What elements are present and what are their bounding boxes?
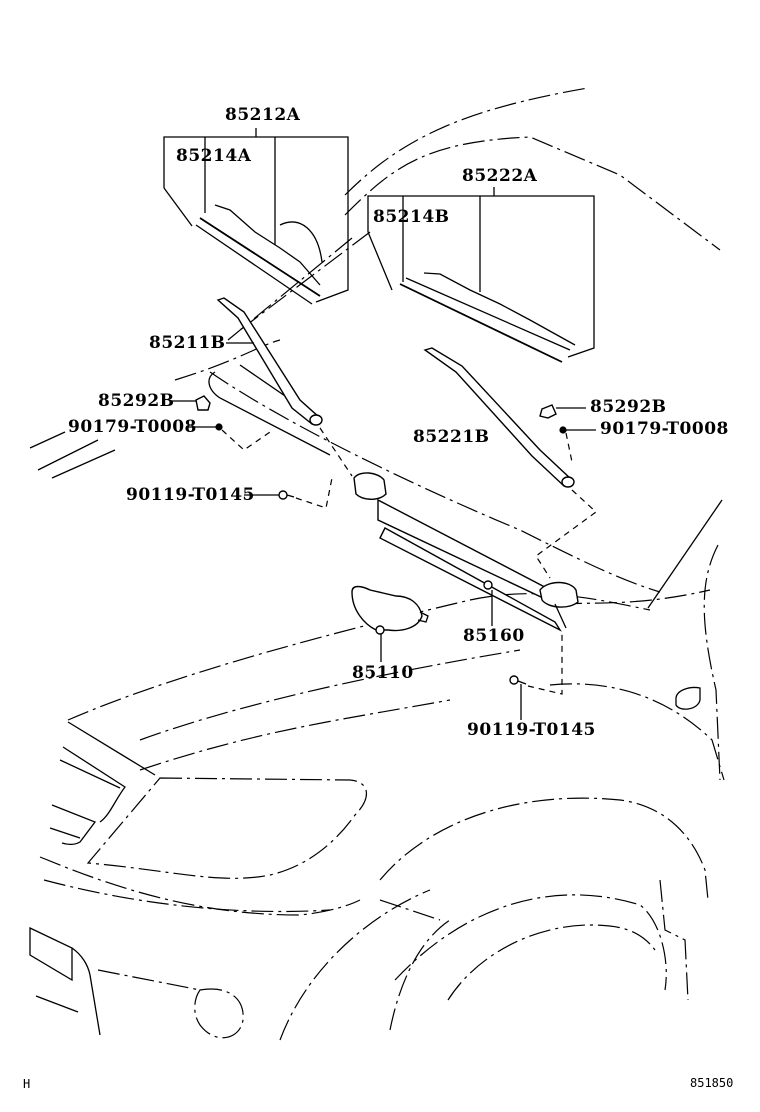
lower-bolt xyxy=(509,675,519,685)
hood-side-line xyxy=(379,899,441,921)
callout-85292B-right[interactable]: 85292B xyxy=(590,397,667,417)
callout-85211B[interactable]: 85211B xyxy=(149,333,226,353)
hood-crease xyxy=(139,649,521,741)
grille-line-3 xyxy=(59,759,121,789)
figure-number: 851850 xyxy=(690,1076,734,1090)
wiper-motor-shaft xyxy=(417,611,429,623)
left-nut-dash xyxy=(221,429,271,451)
grille-line-2 xyxy=(62,746,126,823)
grille-line-1 xyxy=(67,721,156,776)
upper-bolt-dash xyxy=(295,477,333,509)
left-fender-line-2 xyxy=(37,439,99,471)
left-arm-pivot xyxy=(309,414,323,426)
right-fender-curve xyxy=(549,683,725,781)
left-blade-rubber xyxy=(199,217,321,297)
lower-bolt-dash xyxy=(527,632,563,695)
right-fender-edge xyxy=(703,544,721,781)
bracket-85222A xyxy=(367,195,595,358)
wiper-link-rod xyxy=(379,527,562,632)
callout-85214B[interactable]: 85214B xyxy=(373,207,450,227)
cowl-lower-line xyxy=(174,339,281,381)
bracket-85212A xyxy=(163,136,349,303)
left-fender-line-3 xyxy=(51,449,116,479)
bracket-85212A-left xyxy=(163,187,193,227)
bumper-left-line xyxy=(35,995,79,1013)
hood-lower-crease xyxy=(139,699,451,771)
bumper-lower-line xyxy=(97,969,201,991)
lower-bolt-shank xyxy=(517,680,527,685)
fender-vertical xyxy=(659,879,689,1001)
wiper-link-bracket xyxy=(554,603,567,629)
upper-bolt xyxy=(278,490,288,500)
fog-lamp-circle xyxy=(194,988,244,1039)
lower-left-arc xyxy=(389,919,451,1031)
bumper-line xyxy=(43,879,331,913)
right-nut-dash xyxy=(565,432,573,463)
wiper-motor-body xyxy=(351,585,423,632)
right-pillar-line xyxy=(647,499,723,609)
right-arm-pivot xyxy=(561,476,575,488)
cowl-panel xyxy=(208,371,331,456)
fender-lower-curve xyxy=(279,889,431,1041)
grille-line-5 xyxy=(49,827,81,839)
roof-edge-outer xyxy=(344,87,589,196)
left-blade-frame xyxy=(214,204,321,286)
callout-85160[interactable]: 85160 xyxy=(463,626,525,646)
right-arm-nut xyxy=(559,426,567,434)
callout-85292B-left[interactable]: 85292B xyxy=(98,391,175,411)
right-arm-to-link-dash xyxy=(535,489,597,579)
callout-85222A[interactable]: 85222A xyxy=(462,166,538,186)
fog-lamp-divider xyxy=(71,947,101,1036)
callout-90179-T0008-left[interactable]: 90179-T0008 xyxy=(68,417,197,437)
callout-90119-T0145-upper[interactable]: 90119-T0145 xyxy=(126,485,255,505)
upper-bolt-shank xyxy=(286,494,295,498)
callout-85212A[interactable]: 85212A xyxy=(225,105,301,125)
wiper-link-joint xyxy=(483,580,493,590)
footer-left-mark: H xyxy=(23,1077,31,1091)
bracket-85222A-left xyxy=(367,231,393,291)
wheel-arch-lip xyxy=(394,894,667,991)
callout-85221B[interactable]: 85221B xyxy=(413,427,490,447)
headlamp-outline xyxy=(86,777,367,879)
bumper-top xyxy=(39,856,361,916)
wiper-motor-mount xyxy=(375,625,385,635)
cowl-top-line xyxy=(209,371,661,593)
side-marker xyxy=(675,686,701,710)
callout-90179-T0008-right[interactable]: 90179-T0008 xyxy=(600,419,729,439)
right-blade-frame xyxy=(423,272,576,346)
callout-90119-T0145-lower[interactable]: 90119-T0145 xyxy=(467,720,596,740)
windshield-left-edge xyxy=(239,231,371,331)
right-blade-rubber-2 xyxy=(405,277,571,351)
left-head-cap xyxy=(195,395,211,411)
left-arm-to-link-dash xyxy=(319,427,353,477)
callout-85214A[interactable]: 85214A xyxy=(176,146,252,166)
fog-lamp-housing xyxy=(29,926,73,982)
wiper-link-bar xyxy=(377,498,563,608)
left-arm-nut xyxy=(215,423,223,431)
roof-edge-inner xyxy=(344,136,721,251)
wheel-arch-inner xyxy=(447,924,656,1001)
grille-line-4 xyxy=(51,804,97,846)
left-fender-line-1 xyxy=(29,431,66,449)
wiper-link-pivot-left xyxy=(353,472,387,500)
wheel-arch-outer xyxy=(379,797,709,901)
wiper-link-pivot-right xyxy=(539,581,579,608)
right-blade-rubber xyxy=(399,283,563,363)
left-mirror-shape xyxy=(279,221,323,263)
left-blade-rubber-2 xyxy=(195,224,313,305)
callout-85110[interactable]: 85110 xyxy=(352,663,414,683)
right-head-cap xyxy=(539,404,557,419)
